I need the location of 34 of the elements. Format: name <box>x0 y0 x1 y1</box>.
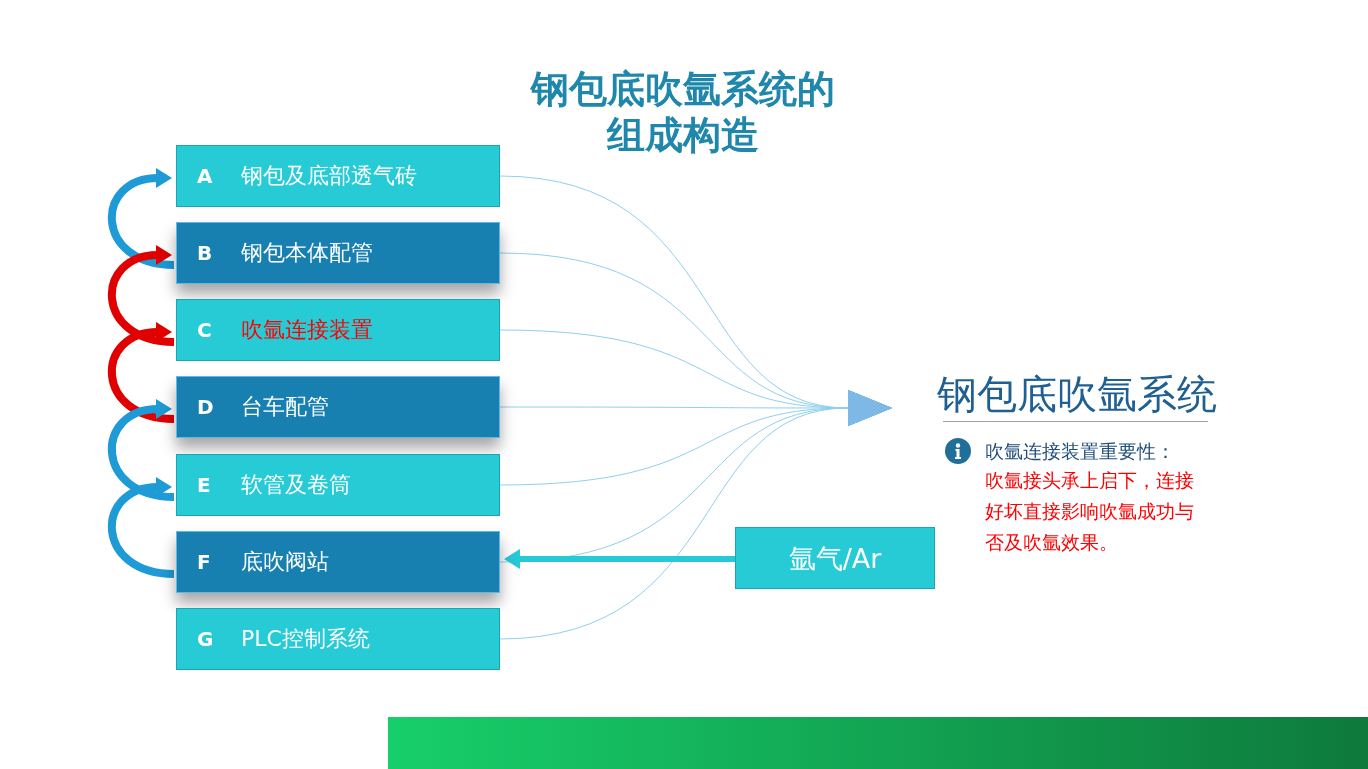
arrow <box>504 549 735 569</box>
component-box <box>176 145 500 207</box>
arrow <box>108 477 175 578</box>
source-label: 氩气/Ar <box>787 542 883 576</box>
arrow <box>499 390 892 640</box>
component-box <box>176 376 500 438</box>
diagram-title: 钢包底吹氩系统的组成构造 <box>529 66 836 158</box>
arrow <box>108 245 175 346</box>
component-box <box>176 608 500 670</box>
item-letter: E <box>197 473 211 497</box>
item-letter: F <box>197 550 211 574</box>
item-label: 软管及卷筒 <box>241 471 351 499</box>
item-letter: D <box>197 395 214 419</box>
info-text: 吹氩接头承上启下，连接好坏直接影响吹氩成功与否及吹氩效果。 <box>985 468 1195 555</box>
item-letter: G <box>197 627 214 651</box>
item-label: 台车配管 <box>241 393 329 421</box>
arrow <box>108 322 175 423</box>
system-heading: 钢包底吹氩系统 <box>937 370 1217 419</box>
item-letter: B <box>197 241 213 265</box>
item-letter: C <box>197 318 212 342</box>
item-letter: A <box>197 164 213 188</box>
info-heading: 吹氩连接装置重要性： <box>985 439 1176 464</box>
source-box <box>735 527 935 589</box>
item-label: 吹氩连接装置 <box>241 316 373 344</box>
component-box <box>176 531 500 593</box>
item-label: 钢包及底部透气砖 <box>241 162 417 190</box>
component-box <box>176 222 500 284</box>
item-label: 钢包本体配管 <box>241 239 373 267</box>
component-box <box>176 454 500 516</box>
component-box <box>176 299 500 361</box>
arrow <box>108 399 175 501</box>
item-label: 底吹阀站 <box>241 548 329 576</box>
arrow <box>108 168 175 269</box>
item-label: PLC控制系统 <box>241 625 370 653</box>
